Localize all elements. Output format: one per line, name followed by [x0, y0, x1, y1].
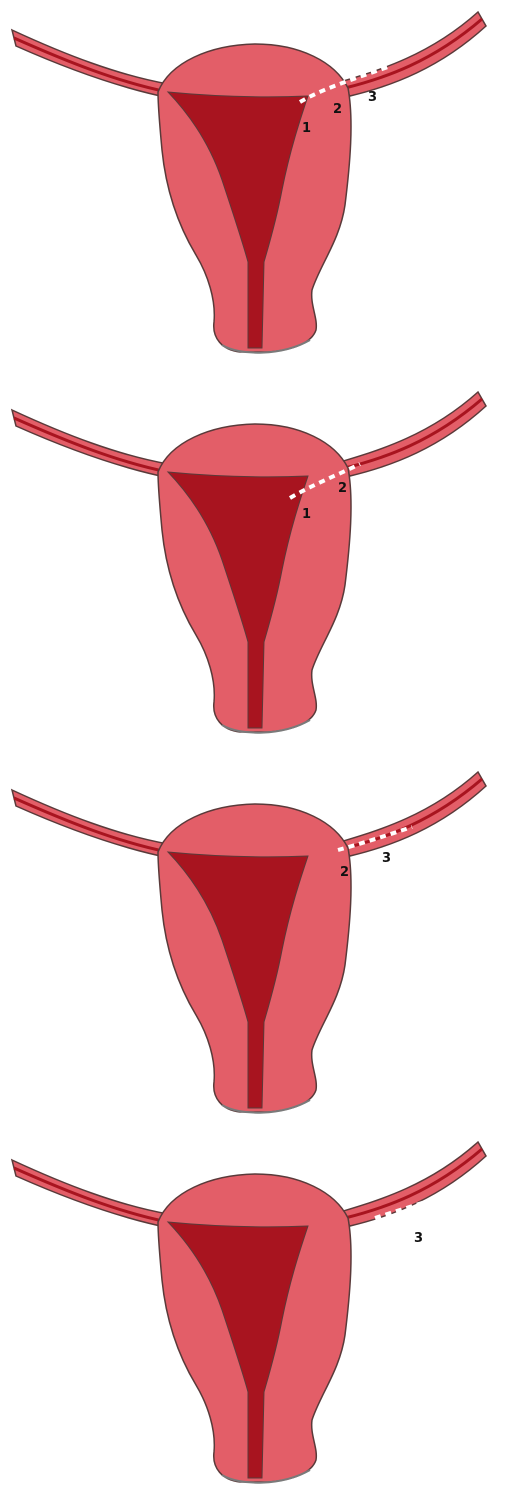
uterus-diagram-3: 2 3	[0, 760, 505, 1130]
diagram-panel-2: 1 2	[0, 380, 505, 750]
label-1: 1	[302, 507, 311, 522]
diagram-panel-1: 1 2 3	[0, 0, 505, 370]
label-3: 3	[414, 1231, 423, 1246]
label-2: 2	[333, 102, 342, 117]
label-2: 2	[338, 481, 347, 496]
diagram-panel-4: 3	[0, 1130, 505, 1500]
uterus-diagram-2: 1 2	[0, 380, 505, 750]
uterus-diagram-1: 1 2 3	[0, 0, 505, 370]
uterus-diagram-4: 3	[0, 1130, 505, 1500]
label-3: 3	[368, 90, 377, 105]
label-2: 2	[340, 865, 349, 880]
label-3: 3	[382, 851, 391, 866]
label-1: 1	[302, 121, 311, 136]
diagram-panel-3: 2 3	[0, 760, 505, 1130]
